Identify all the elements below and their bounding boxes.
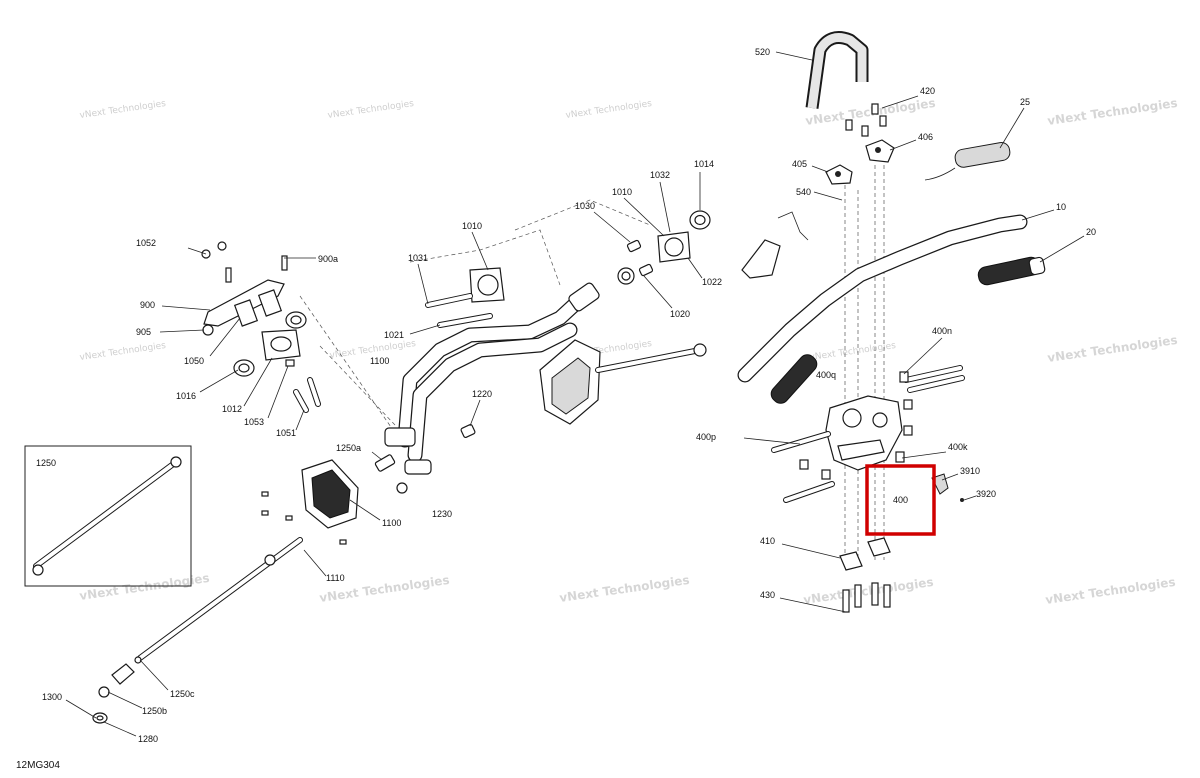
bolts-430 bbox=[842, 582, 891, 613]
callout-label: 900 bbox=[140, 300, 155, 310]
callout-label: 1220 bbox=[472, 389, 492, 399]
callout-label: 420 bbox=[920, 86, 935, 96]
callout-label: 400p bbox=[696, 432, 716, 442]
callout-label: 1053 bbox=[244, 417, 264, 427]
watermark-text: vNext Technologies bbox=[79, 99, 167, 121]
callout-label: 1010 bbox=[612, 187, 632, 197]
handlebar bbox=[737, 214, 1028, 383]
watermark-text: vNext Technologies bbox=[79, 341, 167, 363]
clamp-405 bbox=[825, 164, 853, 185]
watermark-text: vNext Technologies bbox=[1044, 575, 1176, 607]
callout-label: 1031 bbox=[408, 253, 428, 263]
inset-detail bbox=[24, 445, 192, 587]
lever-3910 bbox=[931, 473, 964, 502]
callout-label: 1300 bbox=[42, 692, 62, 702]
callout-label: 1010 bbox=[462, 221, 482, 231]
bolts-400-set bbox=[771, 365, 965, 503]
callout-label: 1032 bbox=[650, 170, 670, 180]
callout-label: 406 bbox=[918, 132, 933, 142]
callout-label: 400n bbox=[932, 326, 952, 336]
assembly-dashed-lines bbox=[299, 165, 885, 560]
riser-blocks-410 bbox=[839, 537, 891, 571]
drawing-reference-code: 12MG304 bbox=[16, 760, 60, 771]
clamp-406 bbox=[865, 139, 895, 163]
heated-grip-25 bbox=[924, 142, 1011, 181]
callout-label: 20 bbox=[1086, 227, 1096, 237]
bolt-1053-1051 bbox=[285, 359, 321, 413]
lower-column-cover bbox=[539, 339, 601, 425]
grip-right-20 bbox=[977, 256, 1046, 286]
callout-label: 3910 bbox=[960, 466, 980, 476]
housing-1012 bbox=[261, 329, 301, 361]
watermark-text: vNext Technologies bbox=[558, 573, 690, 605]
callout-label: 1100 bbox=[382, 518, 401, 528]
callout-label: 1052 bbox=[136, 238, 156, 248]
callout-label: 1250b bbox=[142, 706, 167, 716]
bushing-1020 bbox=[617, 267, 635, 285]
callout-label: 1250a bbox=[336, 443, 361, 453]
grip-left bbox=[770, 354, 818, 404]
callout-label: 1280 bbox=[138, 734, 158, 744]
callout-label: 540 bbox=[796, 187, 811, 197]
highlight-box-400 bbox=[865, 464, 936, 536]
bushing-1014 bbox=[689, 210, 711, 230]
pins-1030 bbox=[626, 239, 654, 277]
bushing-block-1050 bbox=[233, 289, 283, 327]
callout-label: 1021 bbox=[384, 330, 404, 340]
stop-1220 bbox=[460, 423, 476, 439]
bolts-1031 bbox=[425, 293, 493, 328]
watermark-text: vNext Technologies bbox=[809, 341, 897, 363]
callout-label: 1030 bbox=[575, 201, 595, 211]
watermark-text: vNext Technologies bbox=[327, 99, 415, 121]
callout-label: 1016 bbox=[176, 391, 196, 401]
column-bushing-1010b bbox=[657, 231, 691, 263]
callout-label: 1100 bbox=[370, 356, 389, 366]
callout-label: 430 bbox=[760, 590, 775, 600]
callout-label: 1110 bbox=[326, 573, 345, 583]
watermark-text: vNext Technologies bbox=[1046, 96, 1178, 128]
bolts-420 bbox=[845, 103, 887, 137]
callout-label: 1012 bbox=[222, 404, 242, 414]
callout-label: 1050 bbox=[184, 356, 204, 366]
watermark-text: vNext Technologies bbox=[802, 575, 934, 607]
callout-label: 900a bbox=[318, 254, 338, 264]
watermark-text: vNext Technologies bbox=[565, 99, 653, 121]
callout-label: 1230 bbox=[432, 509, 452, 519]
leader-lines bbox=[65, 51, 1085, 737]
callout-label: 1014 bbox=[694, 159, 714, 169]
steering-column bbox=[384, 282, 600, 475]
bearing-housing-1100 bbox=[261, 459, 359, 545]
callout-label: 905 bbox=[136, 327, 151, 337]
callout-label: 1250c bbox=[170, 689, 195, 699]
watermark-text: vNext Technologies bbox=[804, 96, 936, 128]
watermark-text: vNext Technologies bbox=[1046, 333, 1178, 365]
callout-label: 1051 bbox=[276, 428, 296, 438]
switch-module bbox=[741, 211, 809, 279]
callout-label: 10 bbox=[1056, 202, 1066, 212]
tie-rod-upper bbox=[595, 343, 707, 373]
callout-label: 400 bbox=[893, 495, 908, 505]
callout-label: 25 bbox=[1020, 97, 1030, 107]
callout-label: 410 bbox=[760, 536, 775, 546]
callout-label: 1020 bbox=[670, 309, 690, 319]
steering-support bbox=[825, 395, 903, 471]
callout-label: 3920 bbox=[976, 489, 996, 499]
callout-label: 400q bbox=[816, 370, 836, 380]
callout-label: 1022 bbox=[702, 277, 722, 287]
callout-label: 520 bbox=[755, 47, 770, 57]
tie-rod-1110 bbox=[137, 537, 303, 661]
callout-label: 400k bbox=[948, 442, 968, 452]
watermarks: vNext Technologies vNext Technologies vN… bbox=[78, 96, 1178, 607]
column-bushing-1010 bbox=[469, 267, 505, 303]
seal-1016 bbox=[233, 311, 307, 377]
callout-label: 405 bbox=[792, 159, 807, 169]
callout-labels: 520 420 25 406 405 540 10 20 1014 1032 1… bbox=[36, 47, 1096, 744]
hand-guard bbox=[805, 31, 869, 109]
bolt-1250a bbox=[374, 454, 408, 494]
callout-label: 1250 bbox=[36, 458, 56, 468]
tie-rod-end bbox=[92, 656, 142, 724]
